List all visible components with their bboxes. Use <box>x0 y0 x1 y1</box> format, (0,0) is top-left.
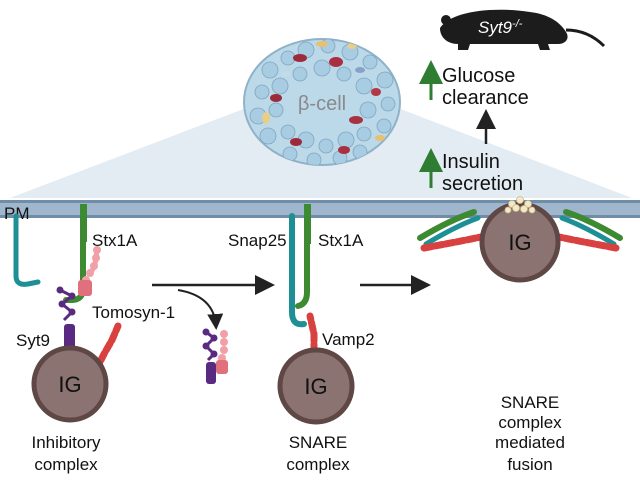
caption-fusion-3: mediated <box>495 433 565 452</box>
vesicle-3 <box>479 201 561 283</box>
plasma-membrane <box>0 200 640 218</box>
insulin-label-1: Insulin <box>442 151 500 173</box>
stx1a-label-2: Stx1A <box>318 231 364 250</box>
fusion-snares-left <box>417 209 490 252</box>
vesicle-2 <box>277 347 355 425</box>
ig-label-3: IG <box>508 230 531 255</box>
vamp2-snare <box>306 312 318 356</box>
insulin-secretion: Insulin secretion <box>419 148 523 195</box>
snap25-label: Snap25 <box>228 231 287 250</box>
syt9-label: Syt9 <box>16 331 50 350</box>
insulin-label-2: secretion <box>442 173 523 195</box>
glucose-label-2: clearance <box>442 87 529 109</box>
glucose-clearance: Glucose clearance <box>419 60 529 109</box>
caption-inhibitory-1: Inhibitory <box>32 433 101 452</box>
snap25-free <box>13 213 41 287</box>
ig-label-2: IG <box>304 374 327 399</box>
release-arrow <box>177 289 224 330</box>
tomosyn-1 <box>78 246 101 296</box>
stx1a-snare <box>295 204 311 309</box>
caption-snare-2: complex <box>286 455 350 474</box>
pm-label: PM <box>4 204 30 223</box>
caption-snare-1: SNARE <box>289 433 348 452</box>
stx1a-label-1: Stx1A <box>92 231 138 250</box>
mouse-label: Syt9-/- <box>478 18 523 37</box>
caption-fusion-2: complex <box>498 413 562 432</box>
caption-fusion-4: fusion <box>507 455 552 474</box>
caption-fusion-1: SNARE <box>501 393 560 412</box>
vamp2-label: Vamp2 <box>322 330 375 349</box>
beta-cell-label: β-cell <box>298 93 346 115</box>
beta-cell-islet: β-cell <box>243 38 401 166</box>
snap25-snare <box>289 213 307 328</box>
mouse-icon: Syt9-/- <box>440 9 606 50</box>
released-complex <box>202 328 228 384</box>
ig-label-1: IG <box>58 372 81 397</box>
caption-inhibitory-2: complex <box>34 455 98 474</box>
tomosyn-label: Tomosyn-1 <box>92 303 175 322</box>
insulin-granules <box>504 196 536 214</box>
glucose-label-1: Glucose <box>442 65 515 87</box>
fusion-snares-right <box>550 209 623 252</box>
vesicle-1 <box>31 345 109 423</box>
